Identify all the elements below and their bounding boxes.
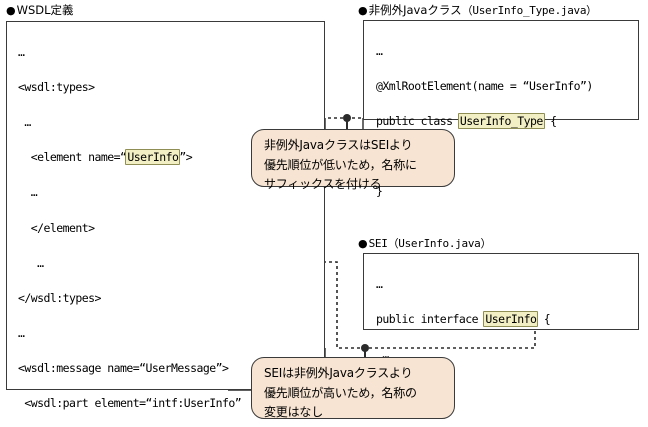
wsdl-code-block: … <wsdl:types> … <element name=“UserInfo… [18,26,273,427]
code-text: <element name=“ [18,150,127,165]
code-line: } [376,184,383,199]
code-line: … [376,276,383,291]
javaclass-code-panel: … @XmlRootElement(name = “UserInfo”) pub… [363,20,639,198]
callout-line: 優先順位が低いため，名称に [264,157,417,172]
code-line: … [18,114,31,129]
code-line: … [18,185,38,200]
code-line: … [18,44,25,59]
code-line: <wsdl:part element=“intf:UserInfo” [18,396,242,411]
code-line: … [18,255,44,270]
javaclass-section-title: ●非例外Javaクラス（UserInfo_Type.java） [358,3,597,18]
code-line: <wsdl:message name=“UserMessage”> [18,361,229,376]
code-line-element: <element name=“UserInfo”> [18,149,273,167]
code-line: … [376,43,383,58]
code-text: public class [376,113,459,128]
highlight-userinfo-sei: UserInfo [483,310,539,327]
code-line: <wsdl:types> [18,79,95,94]
javaclass-title-file: （UserInfo_Type.java） [461,4,598,17]
sei-section-title: ●SEI（UserInfo.java） [358,236,491,251]
bullet-icon: ● [6,4,16,17]
callout-sei-nochange: SEIは非例外Javaクラスより 優先順位が高いため，名称の 変更はなし [251,357,455,419]
callout-line: サフィックスを付ける [264,177,382,191]
code-text: { [543,113,557,128]
code-line: … [18,326,25,341]
code-text: ”> [179,150,193,165]
highlight-userinfo-type: UserInfo_Type [457,112,545,129]
callout-line: 非例外JavaクラスはSEIより [264,138,413,152]
wsdl-title-label: WSDL定義 [16,3,74,17]
callout-javaclass-suffix: 非例外JavaクラスはSEIより 優先順位が低いため，名称に サフィックスを付け… [251,129,455,191]
javaclass-code-block: … @XmlRootElement(name = “UserInfo”) pub… [376,25,593,236]
callout-line: SEIは非例外Javaクラスより [264,366,413,380]
code-line: … [376,346,389,361]
code-line-interface: public interface UserInfo { [376,310,551,329]
code-text: public interface [376,311,485,326]
wsdl-code-panel: … <wsdl:types> … <element name=“UserInfo… [6,21,325,410]
connector-porttype-to-sei [203,261,536,349]
callout-line: 変更はなし [264,405,324,419]
bullet-icon: ● [358,237,368,250]
code-text: { [537,311,551,326]
callout-line: 優先順位が高いため，名称の [264,385,417,400]
javaclass-title-label: 非例外Javaクラス [368,3,462,17]
code-line: </element> [18,220,95,235]
wsdl-section-title: ●WSDL定義 [6,3,74,18]
sei-title-file: （UserInfo.java） [387,237,492,250]
code-line: @XmlRootElement(name = “UserInfo”) [376,78,593,93]
sei-code-block: … public interface UserInfo { … } [376,258,551,427]
sei-title-label: SEI [368,237,388,250]
code-line: </wsdl:types> [18,290,101,305]
code-line-class: public class UserInfo_Type { [376,112,593,131]
highlight-userinfo-element: UserInfo [125,149,181,166]
sei-code-panel: … public interface UserInfo { … } [363,253,639,396]
bullet-icon: ● [358,4,368,17]
